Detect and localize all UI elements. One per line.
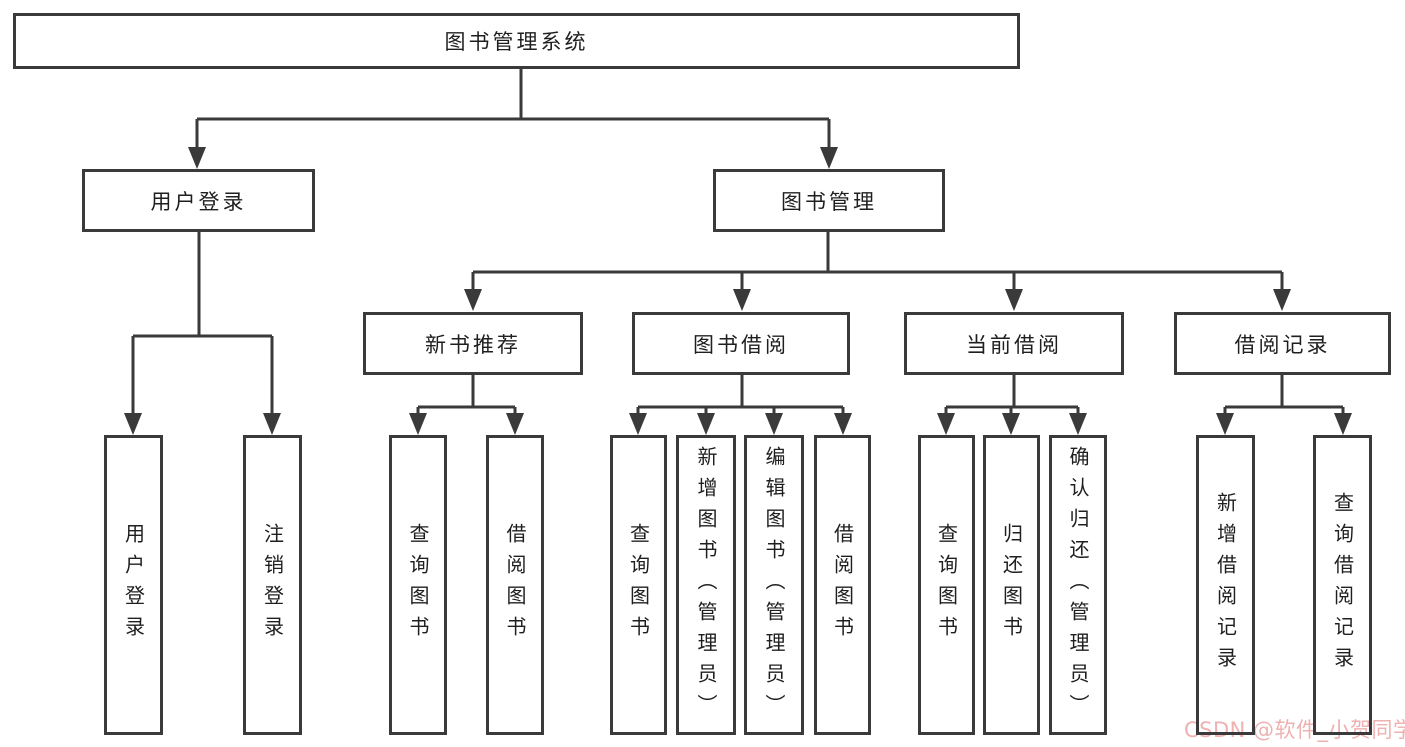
leaf-user-login-label: 用户登录 (121, 523, 146, 647)
node-current-borrow: 当前借阅 (904, 312, 1124, 375)
node-root: 图书管理系统 (13, 13, 1020, 69)
leaf-edit-books-admin: 编辑图书（管理员） (744, 435, 804, 735)
leaf-logout-label: 注销登录 (260, 523, 285, 647)
leaf-query-books-recommend-label: 查询图书 (406, 523, 430, 647)
node-book-management: 图书管理 (713, 169, 945, 232)
node-new-book-recommend-label: 新书推荐 (425, 332, 521, 357)
leaf-confirm-return-admin: 确认归还（管理员） (1049, 435, 1107, 735)
node-book-borrow-label: 图书借阅 (693, 332, 789, 357)
node-user-login-label: 用户登录 (150, 189, 247, 214)
node-new-book-recommend: 新书推荐 (363, 312, 583, 375)
leaf-add-books-admin-label: 新增图书（管理员） (694, 445, 718, 725)
leaf-borrow-books-label: 借阅图书 (830, 523, 855, 647)
leaf-user-login: 用户登录 (104, 435, 163, 735)
node-book-borrow: 图书借阅 (632, 312, 850, 375)
node-current-borrow-label: 当前借阅 (966, 332, 1062, 357)
leaf-add-borrow-record-label: 新增借阅记录 (1213, 492, 1238, 678)
node-borrow-records-label: 借阅记录 (1234, 332, 1331, 357)
leaf-return-books-label: 归还图书 (999, 523, 1024, 647)
leaf-return-books: 归还图书 (983, 435, 1040, 735)
leaf-query-books-borrow: 查询图书 (610, 435, 667, 735)
leaf-query-borrow-record: 查询借阅记录 (1313, 435, 1372, 735)
node-borrow-records: 借阅记录 (1174, 312, 1391, 375)
leaf-add-books-admin: 新增图书（管理员） (676, 435, 736, 735)
leaf-logout: 注销登录 (243, 435, 302, 735)
node-root-label: 图书管理系统 (444, 30, 589, 54)
leaf-borrow-books: 借阅图书 (814, 435, 871, 735)
leaf-edit-books-admin-label: 编辑图书（管理员） (762, 445, 786, 725)
leaf-borrow-books-recommend: 借阅图书 (486, 435, 544, 735)
leaf-query-borrow-record-label: 查询借阅记录 (1330, 492, 1355, 678)
leaf-confirm-return-admin-label: 确认归还（管理员） (1066, 445, 1090, 725)
node-book-management-label: 图书管理 (781, 189, 877, 214)
csdn-watermark: CSDN @软件_小贺同学 (1184, 718, 1405, 742)
leaf-borrow-books-recommend-label: 借阅图书 (503, 523, 527, 647)
leaf-query-books-current: 查询图书 (918, 435, 975, 735)
leaf-query-books-recommend: 查询图书 (389, 435, 447, 735)
node-user-login: 用户登录 (82, 169, 315, 232)
leaf-query-books-current-label: 查询图书 (934, 523, 959, 647)
leaf-query-books-borrow-label: 查询图书 (626, 523, 651, 647)
leaf-add-borrow-record: 新增借阅记录 (1196, 435, 1255, 735)
